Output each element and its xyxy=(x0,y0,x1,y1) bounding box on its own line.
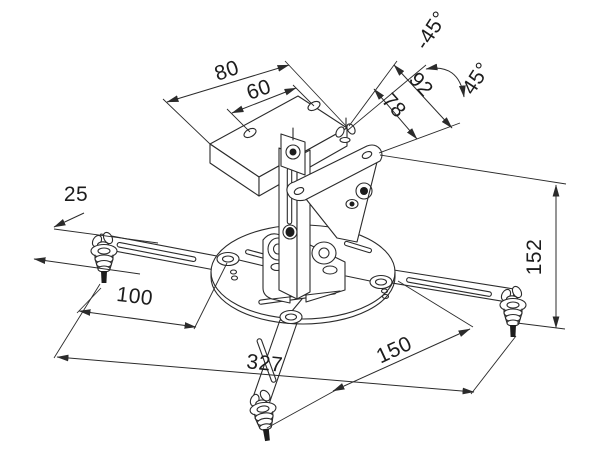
height-knob xyxy=(285,227,295,237)
left-arm-slot xyxy=(116,241,197,263)
tilt-knob xyxy=(360,187,368,195)
dim-92-label: 92 xyxy=(404,68,437,101)
left-foot xyxy=(89,230,118,284)
dim-152-label: 152 xyxy=(523,239,546,276)
dim-78-label: 78 xyxy=(377,89,410,122)
dim-100-label: 100 xyxy=(115,283,154,310)
dim-60-label: 60 xyxy=(244,75,275,105)
dim-80-label: 80 xyxy=(212,56,243,86)
right-arm-slot xyxy=(406,277,492,297)
tilt-bar xyxy=(286,144,383,202)
dim-25-label: 25 xyxy=(64,183,88,206)
dim-neg45-label: -45° xyxy=(411,7,452,54)
plate-boss-south xyxy=(279,309,303,325)
plate-slot-right xyxy=(343,240,373,254)
plate-boss-west xyxy=(216,251,240,281)
column xyxy=(278,127,311,300)
dim-327-label: 327 xyxy=(245,350,284,377)
pivot-knob xyxy=(289,148,297,156)
tilt-bracket xyxy=(286,117,383,243)
bottom-foot xyxy=(246,386,281,444)
right-foot xyxy=(498,284,527,338)
plate-boss-east xyxy=(369,274,393,300)
